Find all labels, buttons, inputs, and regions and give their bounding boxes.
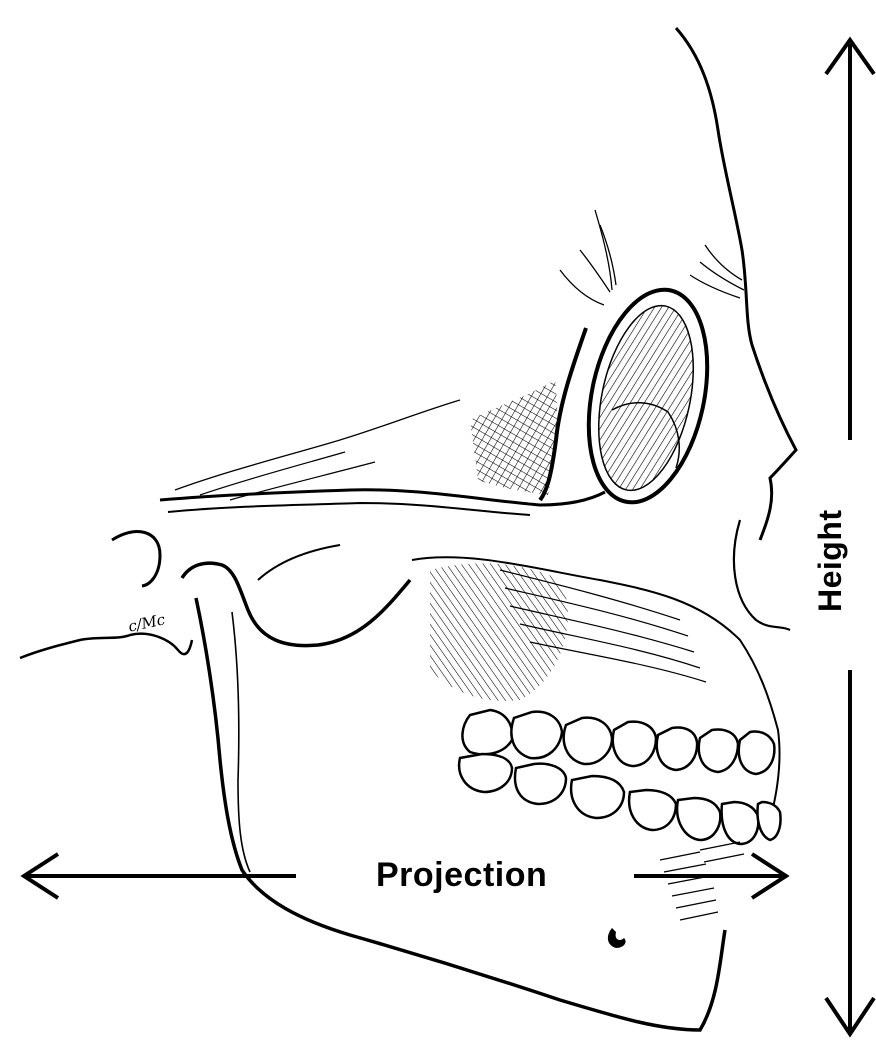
projection-label: Projection bbox=[376, 856, 547, 895]
maxilla-hatch bbox=[430, 563, 568, 701]
coronoid-notch bbox=[258, 545, 340, 580]
frontal-bone-outline bbox=[676, 28, 796, 540]
mandible-inner-line bbox=[232, 612, 250, 872]
glenoid-fossa bbox=[112, 532, 160, 586]
mental-foramen bbox=[608, 928, 626, 948]
temporal-fossa-hatch bbox=[470, 380, 557, 495]
external-auditory-outline bbox=[20, 634, 192, 658]
lower-teeth bbox=[459, 754, 780, 844]
orbit-shading bbox=[583, 297, 708, 499]
height-label: Height bbox=[812, 509, 849, 612]
chin-hatching bbox=[660, 842, 744, 920]
